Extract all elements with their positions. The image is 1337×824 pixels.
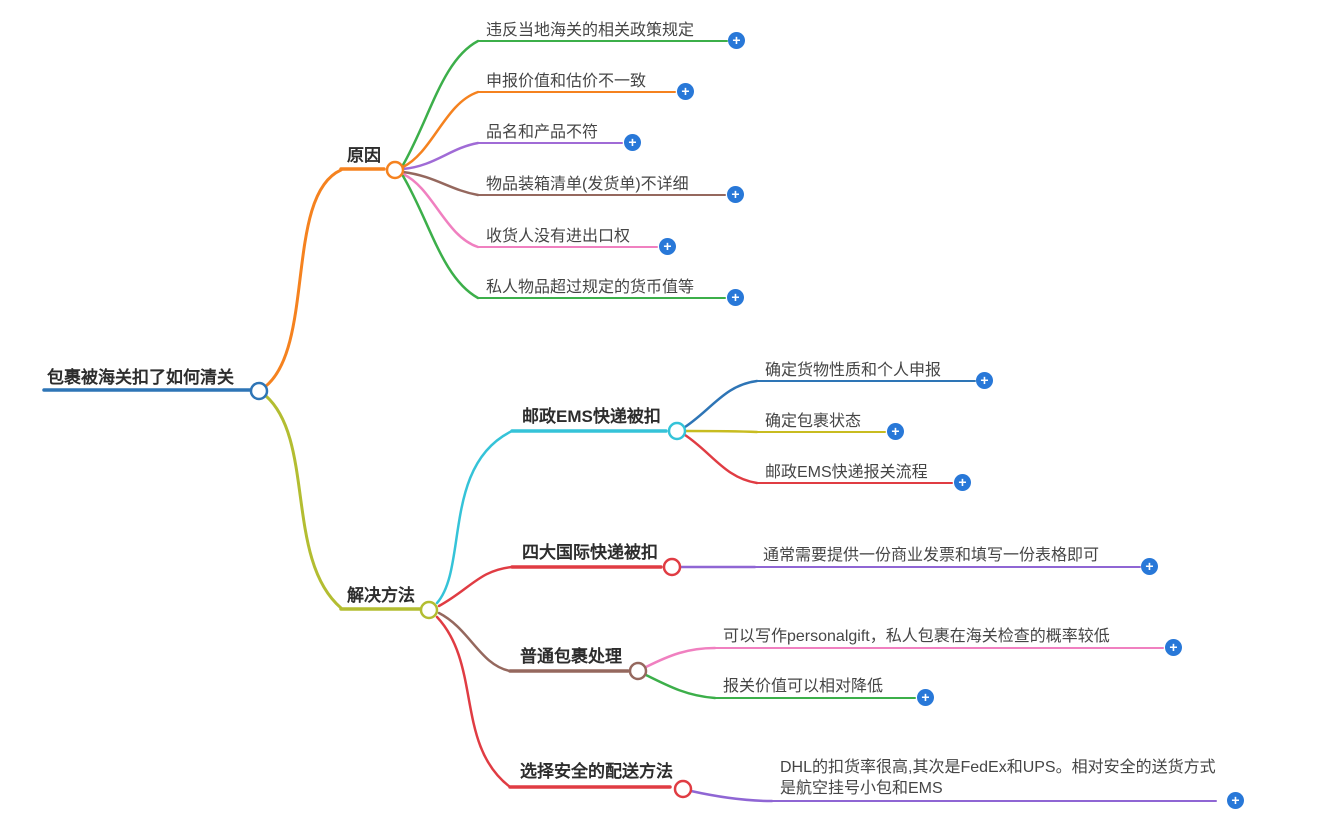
expand-button-ordinary-1[interactable]: +: [1165, 639, 1182, 656]
connector-reason-6: [401, 174, 480, 300]
connector-ordinary-1: [644, 646, 717, 669]
connector-ems-3: [683, 433, 759, 485]
leaf-four-big-1-label[interactable]: 通常需要提供一份商业发票和填写一份表格即可: [763, 547, 1100, 564]
node-handle-safe-delivery[interactable]: [673, 779, 693, 799]
connector-solution-ordinary: [437, 611, 512, 673]
leaf-safe-delivery-1-label[interactable]: DHL的扣货率很高,其次是FedEx和UPS。相对安全的送货方式是航空挂号小包和…: [780, 759, 1216, 797]
expand-button-safe-delivery-1[interactable]: +: [1227, 792, 1244, 809]
node-ordinary-label[interactable]: 普通包裹处理: [520, 647, 622, 666]
expand-button-reason-5[interactable]: +: [659, 238, 676, 255]
leaf-ems-2-label[interactable]: 确定包裹状态: [765, 413, 862, 430]
expand-button-ems-1[interactable]: +: [976, 372, 993, 389]
connector-reason-3: [401, 141, 480, 171]
branch-reasons-label[interactable]: 原因: [347, 146, 381, 165]
connector-root-solutions: [264, 394, 343, 610]
connector-safe-delivery-1: [689, 789, 774, 803]
expand-button-reason-1[interactable]: +: [728, 32, 745, 49]
connector-solution-four-big: [437, 565, 514, 608]
leaf-reason-2-label[interactable]: 申报价值和估价不一致: [486, 73, 647, 90]
connector-solution-safe-delivery: [435, 615, 512, 789]
connector-reason-2: [401, 90, 480, 169]
connector-reason-1: [401, 39, 480, 167]
connector-ems-1: [683, 379, 759, 429]
connector-reason-4: [401, 170, 480, 197]
node-handle-ordinary[interactable]: [628, 661, 648, 681]
connector-solution-ems: [435, 429, 514, 605]
node-ems-label[interactable]: 邮政EMS快递被扣: [522, 407, 661, 426]
expand-button-ems-2[interactable]: +: [887, 423, 904, 440]
expand-button-reason-2[interactable]: +: [677, 83, 694, 100]
node-handle-reasons[interactable]: [385, 160, 405, 180]
connector-root-reasons: [264, 168, 343, 388]
node-four-big-label[interactable]: 四大国际快递被扣: [522, 543, 658, 562]
node-handle-solutions[interactable]: [419, 600, 439, 620]
connector-ems-2: [684, 429, 759, 434]
expand-button-reason-6[interactable]: +: [727, 289, 744, 306]
leaf-reason-3-label[interactable]: 品名和产品不符: [486, 124, 599, 141]
root-topic-label[interactable]: 包裹被海关扣了如何清关: [47, 368, 234, 387]
leaf-reason-4-label[interactable]: 物品装箱清单(发货单)不详细: [486, 176, 689, 193]
expand-button-four-big-1[interactable]: +: [1141, 558, 1158, 575]
leaf-reason-6-label[interactable]: 私人物品超过规定的货币值等: [486, 279, 695, 296]
node-handle-four-big[interactable]: [662, 557, 682, 577]
node-handle-ems[interactable]: [667, 421, 687, 441]
node-safe-delivery-label[interactable]: 选择安全的配送方法: [520, 762, 673, 781]
leaf-reason-1-label[interactable]: 违反当地海关的相关政策规定: [486, 22, 695, 39]
expand-button-reason-3[interactable]: +: [624, 134, 641, 151]
node-handle-root[interactable]: [249, 381, 269, 401]
leaf-ems-1-label[interactable]: 确定货物性质和个人申报: [765, 362, 942, 379]
leaf-ordinary-1-label[interactable]: 可以写作personalgift，私人包裹在海关检查的概率较低: [723, 628, 1110, 645]
connector-reason-5: [401, 172, 480, 249]
expand-button-ordinary-2[interactable]: +: [917, 689, 934, 706]
expand-button-ems-3[interactable]: +: [954, 474, 971, 491]
leaf-reason-5-label[interactable]: 收货人没有进出口权: [486, 228, 631, 245]
branch-solutions-label[interactable]: 解决方法: [347, 586, 415, 605]
leaf-ems-3-label[interactable]: 邮政EMS快递报关流程: [765, 464, 928, 481]
leaf-ordinary-2-label[interactable]: 报关价值可以相对降低: [723, 678, 884, 695]
expand-button-reason-4[interactable]: +: [727, 186, 744, 203]
connector-ordinary-2: [644, 673, 717, 700]
